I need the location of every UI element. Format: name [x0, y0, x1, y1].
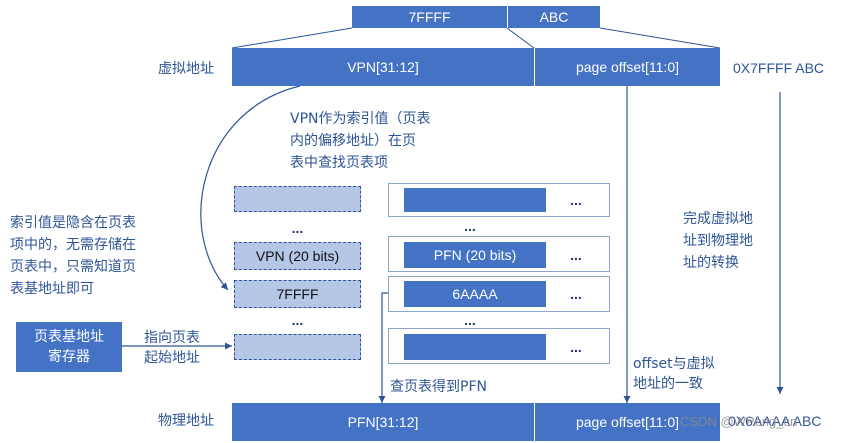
pte-pfn-header: PFN (20 bits) — [404, 242, 546, 268]
vpn-index-note: VPN作为索引值（页表 内的偏移地址）在页 表中查找页表项 — [290, 108, 520, 174]
physical-address-label: 物理地址 — [158, 413, 214, 429]
physical-offset-field: page offset[11:0] — [534, 403, 720, 441]
pfn-field: PFN[31:12] — [232, 403, 534, 441]
vpn-index-line-1: VPN作为索引值（页表 — [290, 111, 431, 127]
conversion-line-1: 完成虚拟地 — [683, 211, 753, 227]
offset-same-line-2: 地址的一致 — [633, 376, 703, 392]
pte-row-last-fill — [404, 334, 546, 360]
pte-pfn-header-more: ... — [570, 247, 582, 263]
implicit-index-line-1: 索引值是隐含在页表 — [10, 215, 136, 231]
index-row-1 — [234, 186, 361, 212]
watermark: CSDN @WPeng_cn — [680, 414, 798, 429]
vpn-index-line-2: 内的偏移地址）在页 — [290, 133, 416, 149]
virtual-address-value: 0X7FFFF ABC — [733, 60, 825, 76]
pte-ellipsis-2: ... — [464, 312, 476, 328]
index-vpn-value: 7FFFF — [234, 280, 361, 308]
pointer-note: 指向页表 起始地址 — [144, 328, 200, 368]
index-vpn-header: VPN (20 bits) — [234, 242, 361, 270]
offset-same-line-1: offset与虚拟 — [633, 356, 715, 372]
index-row-last — [234, 334, 361, 360]
pte-row-1-more: ... — [570, 192, 582, 208]
offset-same-note: offset与虚拟 地址的一致 — [633, 354, 715, 394]
vpn-field: VPN[31:12] — [232, 48, 534, 86]
pointer-line-1: 指向页表 — [144, 330, 200, 346]
physical-address-value: 0X6AAAA ABC — [728, 413, 822, 429]
conversion-line-3: 址的转换 — [683, 255, 739, 271]
index-ellipsis-1: ... — [291, 220, 304, 236]
conversion-note: 完成虚拟地 址到物理地 址的转换 — [683, 208, 783, 274]
virtual-address-label: 虚拟地址 — [158, 61, 214, 77]
implicit-index-line-3: 页表中，只需知道页 — [10, 259, 136, 275]
index-ellipsis-2: ... — [291, 312, 304, 328]
virtual-offset-field: page offset[11:0] — [534, 48, 720, 86]
pte-row-1-fill — [404, 188, 546, 212]
page-table-base-register: 页表基地址 寄存器 — [16, 322, 122, 372]
register-line-1: 页表基地址 — [34, 329, 104, 345]
get-pfn-note: 查页表得到PFN — [390, 379, 487, 395]
hex-high-box: 7FFFF — [352, 6, 507, 28]
pte-pfn-value-more: ... — [570, 286, 582, 302]
pte-pfn-value: 6AAAA — [404, 281, 546, 307]
vpn-index-line-3: 表中查找页表项 — [290, 155, 388, 171]
pte-row-last-more: ... — [570, 339, 582, 355]
hex-low-box: ABC — [507, 6, 600, 28]
pte-ellipsis-1: ... — [464, 218, 476, 234]
implicit-index-note: 索引值是隐含在页表 项中的，无需存储在 页表中，只需知道页 表基地址即可 — [10, 212, 210, 300]
implicit-index-line-2: 项中的，无需存储在 — [10, 237, 136, 253]
register-line-2: 寄存器 — [48, 349, 90, 365]
pointer-line-2: 起始地址 — [144, 350, 200, 366]
implicit-index-line-4: 表基地址即可 — [10, 281, 94, 297]
conversion-line-2: 址到物理地 — [683, 233, 753, 249]
